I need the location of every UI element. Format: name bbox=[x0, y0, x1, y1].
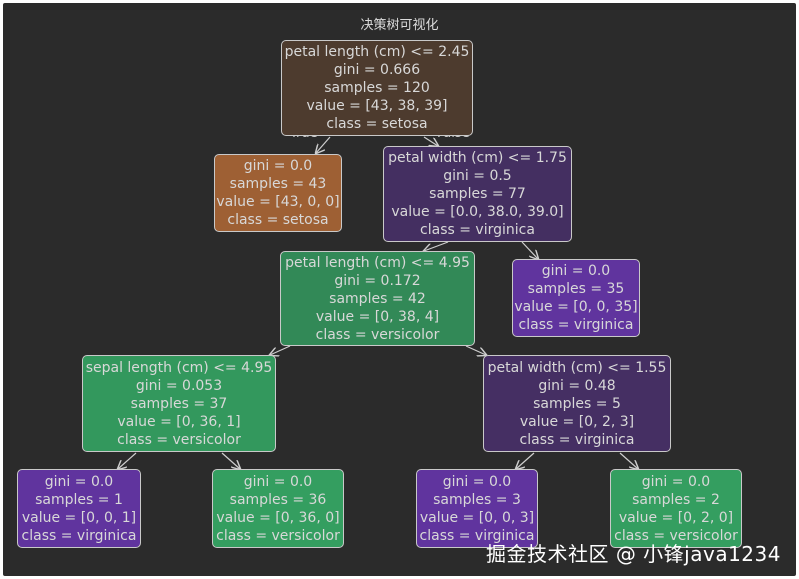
node-line: class = versicolor bbox=[216, 527, 340, 544]
node-line: gini = 0.172 bbox=[334, 272, 421, 289]
node-line: value = [0.0, 38.0, 39.0] bbox=[391, 204, 564, 220]
node-line: class = virginica bbox=[518, 317, 634, 333]
node-line: gini = 0.5 bbox=[443, 168, 512, 184]
node-line: value = [0, 0, 35] bbox=[514, 299, 638, 315]
edge-n5-n8 bbox=[221, 452, 240, 469]
node-line: value = [43, 0, 0] bbox=[216, 194, 340, 210]
node-line: sepal length (cm) <= 4.95 bbox=[85, 359, 273, 376]
node-line: value = [0, 38, 4] bbox=[315, 308, 440, 325]
node-line: gini = 0.0 bbox=[641, 473, 711, 490]
node-line: samples = 2 bbox=[632, 491, 720, 508]
node-line: samples = 3 bbox=[433, 491, 521, 508]
node-line: samples = 36 bbox=[229, 491, 327, 508]
edge-n5-n7 bbox=[118, 452, 137, 469]
edge-n2-n4 bbox=[521, 241, 538, 259]
node-line: samples = 120 bbox=[324, 80, 430, 96]
node-line: gini = 0.0 bbox=[243, 473, 313, 490]
node-line: samples = 37 bbox=[130, 395, 228, 412]
node-line: class = setosa bbox=[326, 116, 428, 132]
node-line: petal length (cm) <= 4.95 bbox=[285, 254, 470, 271]
node-line: gini = 0.0 bbox=[44, 473, 114, 490]
edge-n6-n9 bbox=[516, 452, 535, 469]
diagram-title: 决策树可视化 bbox=[360, 18, 439, 33]
node-line: value = [0, 36, 1] bbox=[117, 413, 241, 430]
edge-n3-n5 bbox=[270, 345, 291, 355]
edge-root-n2 bbox=[423, 136, 438, 146]
node-line: value = [43, 38, 39] bbox=[306, 98, 448, 114]
node-line: samples = 77 bbox=[429, 186, 526, 202]
node-line: gini = 0.48 bbox=[538, 377, 616, 394]
tree-node-leaf-setosa: gini = 0.0 samples = 43 value = [43, 0, 0]… bbox=[214, 154, 342, 232]
node-line: value = [0, 2, 0] bbox=[618, 509, 734, 526]
node-line: gini = 0.0 bbox=[541, 263, 611, 279]
tree-node-petal-width-175: petal width (cm) <= 1.75 gini = 0.5 sample… bbox=[383, 146, 572, 242]
node-line: samples = 42 bbox=[329, 290, 426, 307]
node-line: class = virginica bbox=[519, 431, 635, 448]
node-line: class = versicolor bbox=[614, 527, 738, 544]
node-line: samples = 1 bbox=[35, 491, 123, 508]
node-line: value = [0, 0, 1] bbox=[21, 509, 137, 526]
node-line: gini = 0.053 bbox=[135, 377, 223, 394]
edge-root-n1 bbox=[316, 136, 331, 153]
node-line: gini = 0.0 bbox=[243, 158, 313, 174]
node-line: gini = 0.0 bbox=[442, 473, 512, 490]
tree-node-leaf-virginica-35: gini = 0.0 samples = 35 value = [0, 0, 35]… bbox=[512, 259, 640, 337]
watermark-text: 掘金技术社区 @ 小锋java1234 bbox=[485, 542, 781, 566]
node-line: value = [0, 0, 3] bbox=[419, 509, 535, 526]
node-line: value = [0, 2, 3] bbox=[519, 413, 635, 430]
node-line: samples = 43 bbox=[229, 176, 327, 192]
tree-node-root: petal length (cm) <= 2.45 gini = 0.666 sam… bbox=[281, 40, 473, 136]
node-line: petal length (cm) <= 2.45 bbox=[284, 44, 470, 60]
node-line: class = virginica bbox=[419, 527, 535, 544]
node-line: class = virginica bbox=[21, 527, 137, 544]
node-line: samples = 5 bbox=[533, 395, 621, 412]
node-line: gini = 0.666 bbox=[333, 62, 421, 78]
node-line: class = virginica bbox=[420, 222, 535, 238]
node-line: value = [0, 36, 0] bbox=[216, 509, 340, 526]
node-line: petal width (cm) <= 1.75 bbox=[388, 150, 567, 166]
edge-n2-n3 bbox=[424, 241, 449, 251]
node-line: class = versicolor bbox=[117, 431, 241, 448]
node-line: class = setosa bbox=[227, 212, 329, 228]
node-line: petal width (cm) <= 1.55 bbox=[487, 359, 667, 376]
edge-n6-n10 bbox=[619, 452, 638, 469]
edge-n3-n6 bbox=[465, 345, 486, 355]
node-line: samples = 35 bbox=[527, 281, 625, 297]
node-line: class = versicolor bbox=[315, 326, 440, 343]
